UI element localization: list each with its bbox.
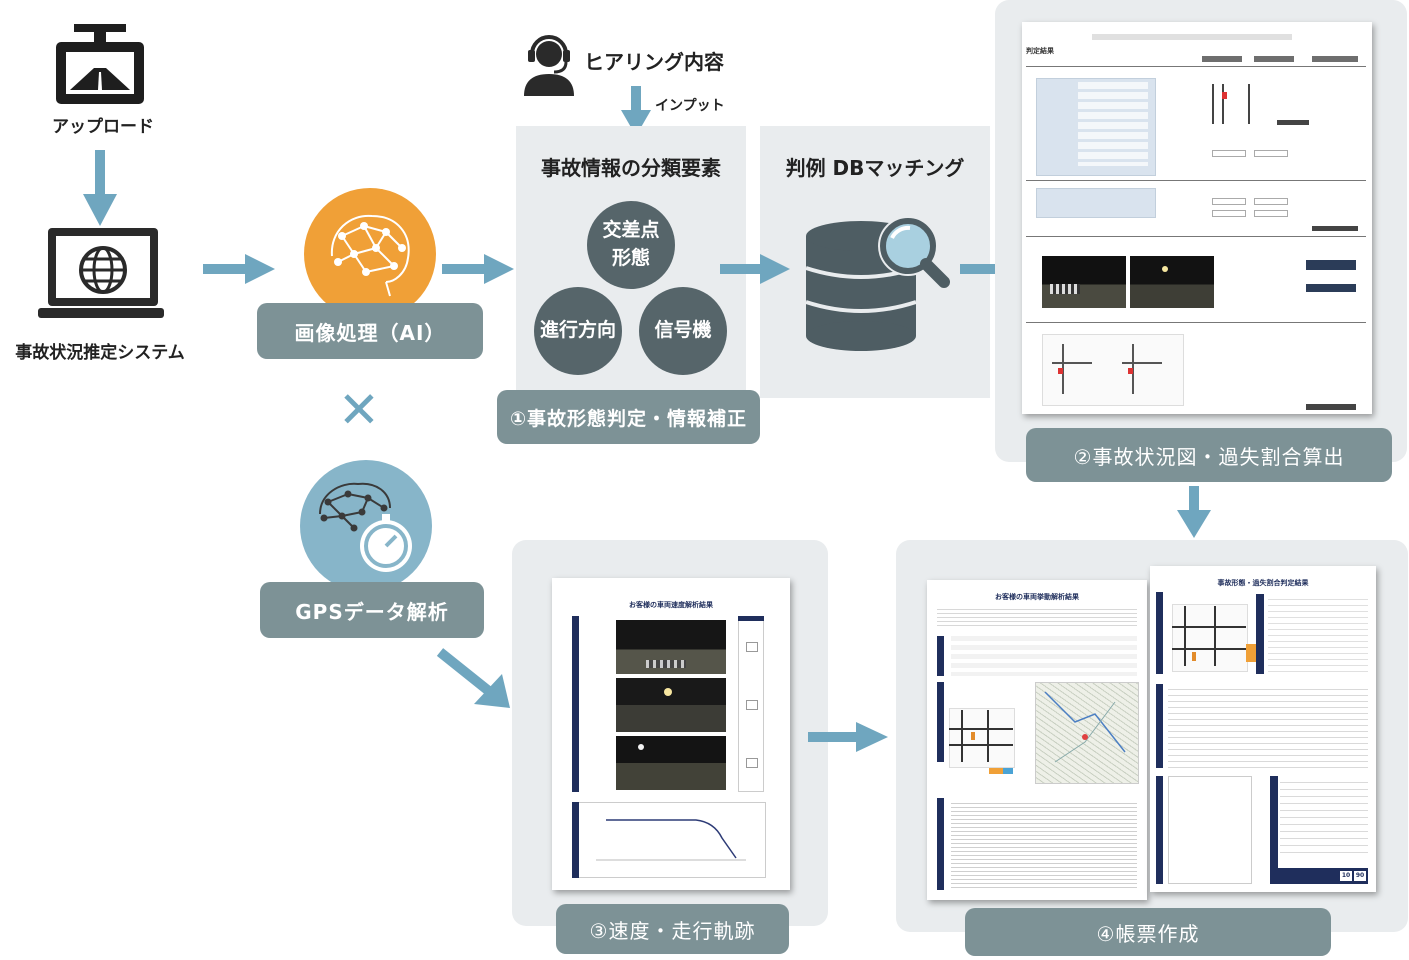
judgement-report-title: 事故形態・過失割合判定結果 [1217, 579, 1309, 587]
step2-label: ②事故状況図・過失割合算出 [1026, 428, 1392, 482]
laptop-globe-icon [38, 228, 164, 318]
arrow-right-icon [203, 254, 275, 284]
hearing-label: ヒアリング内容 [584, 50, 724, 74]
arrow-down-icon [621, 86, 651, 136]
cross-mark: ✕ [338, 381, 380, 439]
arrow-down-icon [83, 150, 117, 226]
arrow-diagonal-icon [436, 648, 510, 708]
arrow-down-icon [1177, 486, 1211, 538]
upload-label: アップロード [52, 117, 154, 137]
db-matching-title: 判例 DBマッチング [785, 156, 965, 180]
judgement-report-document: 事故形態・過失割合判定結果 10 90 [1150, 566, 1376, 892]
direction-circle: 進行方向 [534, 287, 622, 375]
signal-circle: 信号機 [639, 287, 727, 375]
operator-headset-icon [524, 35, 574, 96]
image-processing-label: 画像処理（AI） [257, 303, 483, 359]
system-screen-screenshot: 判定結果 [1022, 22, 1372, 414]
intersection-line2: 形態 [611, 247, 650, 269]
classification-title: 事故情報の分類要素 [541, 156, 721, 180]
step4-label: ④帳票作成 [965, 908, 1331, 956]
behavior-report-title: お客様の車両挙動解析結果 [995, 593, 1079, 601]
arrow-right-icon [442, 254, 514, 284]
speed-report-title: お客様の車両速度解析結果 [629, 601, 713, 609]
input-label: インプット [655, 98, 725, 114]
gps-brain-stopwatch-icon [300, 460, 432, 592]
database-search-icon [805, 216, 950, 351]
step3-label: ③速度・走行軌跡 [556, 904, 789, 954]
ratio-right: 90 [1354, 871, 1366, 881]
gps-analysis-label: GPSデータ解析 [260, 582, 484, 638]
intersection-line1: 交差点 [602, 219, 660, 242]
screen-heading: 判定結果 [1026, 47, 1054, 55]
intersection-circle: 交差点 形態 [587, 201, 675, 289]
ratio-left: 10 [1340, 871, 1352, 881]
ai-brain-icon [304, 188, 436, 320]
arrow-right-icon [808, 722, 888, 752]
step1-label: ①事故形態判定・情報補正 [497, 390, 760, 444]
speed-report-document: お客様の車両速度解析結果 [552, 578, 790, 890]
dashcam-icon [56, 24, 144, 104]
arrow-right-icon [720, 254, 790, 284]
system-label: 事故状況推定システム [15, 343, 185, 363]
behavior-report-document: お客様の車両挙動解析結果 [927, 580, 1147, 900]
